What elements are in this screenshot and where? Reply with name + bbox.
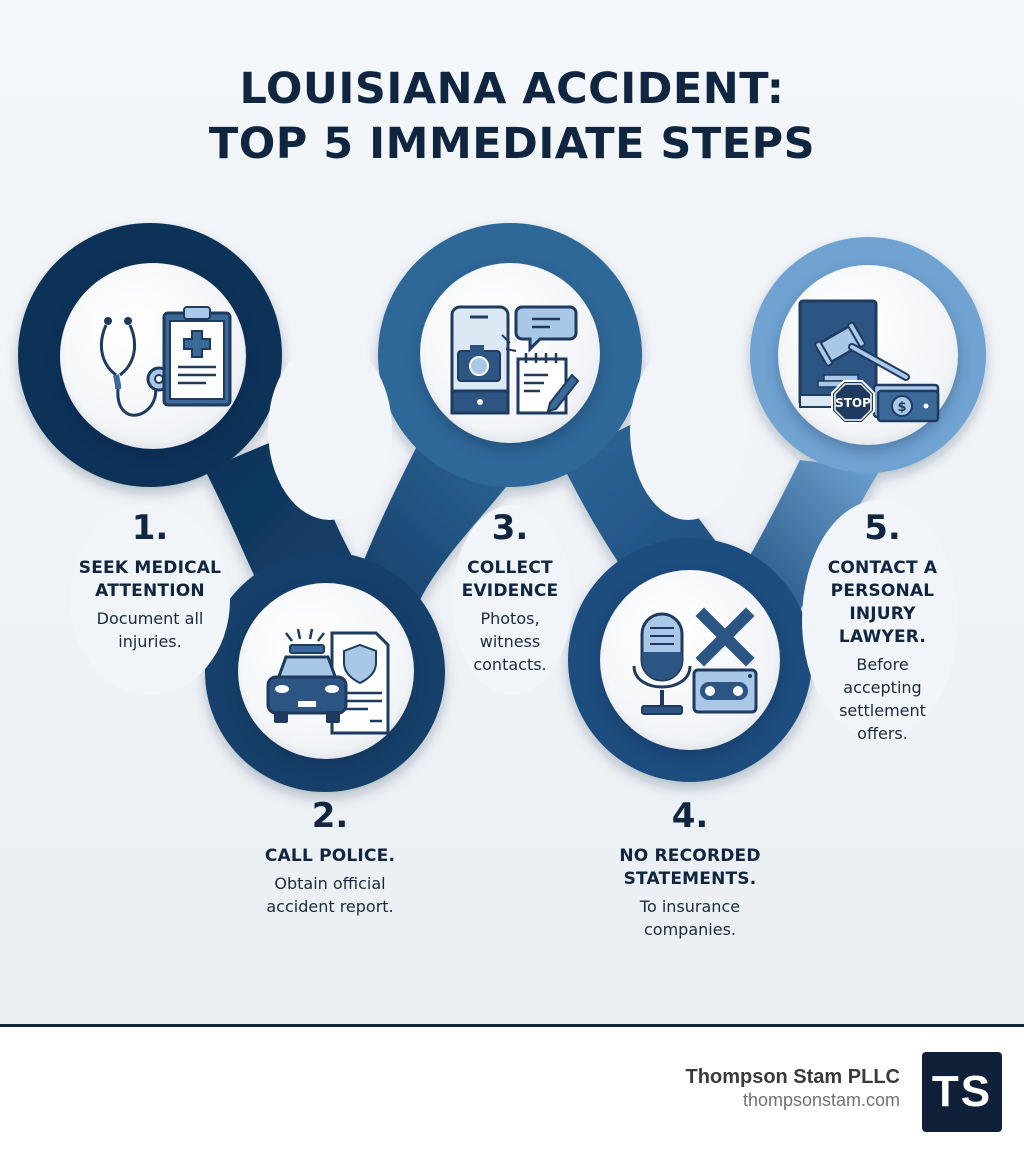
step-4-icon-disc — [600, 570, 780, 750]
step-2-description: Obtain official accident report. — [266, 874, 394, 916]
step-5-description: Before accepting settlement offers. — [839, 655, 926, 743]
stethoscope-clipboard-icon — [99, 306, 232, 417]
step-2-text: 2. CALL POLICE. Obtain official accident… — [220, 795, 440, 918]
title-line-1: LOUISIANA ACCIDENT: — [239, 64, 785, 114]
police-car-report-icon — [266, 628, 390, 735]
footer-divider — [0, 1024, 1024, 1027]
step-5-heading: CONTACT A PERSONAL INJURY LAWYER. — [827, 558, 938, 647]
step-2-number: 2. — [311, 796, 349, 836]
step-1-icon-disc — [60, 263, 246, 449]
step-4-number: 4. — [671, 796, 709, 836]
gavel-stop-money-icon: $ STOP — [798, 299, 940, 424]
step-1-description: Document all injuries. — [96, 609, 204, 651]
step-1-heading: SEEK MEDICAL ATTENTION — [78, 558, 222, 601]
step-5-icon-disc: $ STOP — [778, 265, 958, 445]
page-title: LOUISIANA ACCIDENT: TOP 5 IMMEDIATE STEP… — [0, 62, 1024, 172]
connector-1-2 — [205, 430, 372, 590]
brand-url[interactable]: thompsonstam.com — [742, 1090, 900, 1110]
phone-camera-notes-icon — [450, 305, 580, 415]
step-5-number: 5. — [864, 508, 901, 548]
step-1-text: 1. SEEK MEDICAL ATTENTION Document all i… — [40, 507, 260, 653]
step-4-text: 4. NO RECORDED STATEMENTS. To insurance … — [585, 795, 795, 941]
brand-logo: TS — [922, 1052, 1002, 1132]
step-2-icon-disc — [238, 583, 414, 759]
step-3-number: 3. — [491, 508, 529, 548]
svg-text:STOP: STOP — [835, 396, 871, 410]
step-3-description: Photos, witness contacts. — [473, 609, 547, 674]
footer — [0, 1027, 1024, 1154]
step-4-heading: NO RECORDED STATEMENTS. — [619, 846, 761, 889]
step-3-text: 3. COLLECT EVIDENCE Photos, witness cont… — [425, 507, 595, 676]
title-line-2: TOP 5 IMMEDIATE STEPS — [208, 119, 816, 169]
brand-name: Thompson Stam PLLC — [685, 1066, 900, 1088]
step-3-icon-disc — [420, 263, 600, 443]
step-1-number: 1. — [131, 508, 169, 548]
microphone-no-recording-icon — [632, 607, 758, 715]
step-4-description: To insurance companies. — [639, 897, 741, 939]
svg-text:$: $ — [897, 400, 906, 415]
step-2-heading: CALL POLICE. — [264, 846, 396, 866]
step-3-heading: COLLECT EVIDENCE — [461, 558, 559, 601]
step-5-text: 5. CONTACT A PERSONAL INJURY LAWYER. Bef… — [800, 507, 965, 745]
